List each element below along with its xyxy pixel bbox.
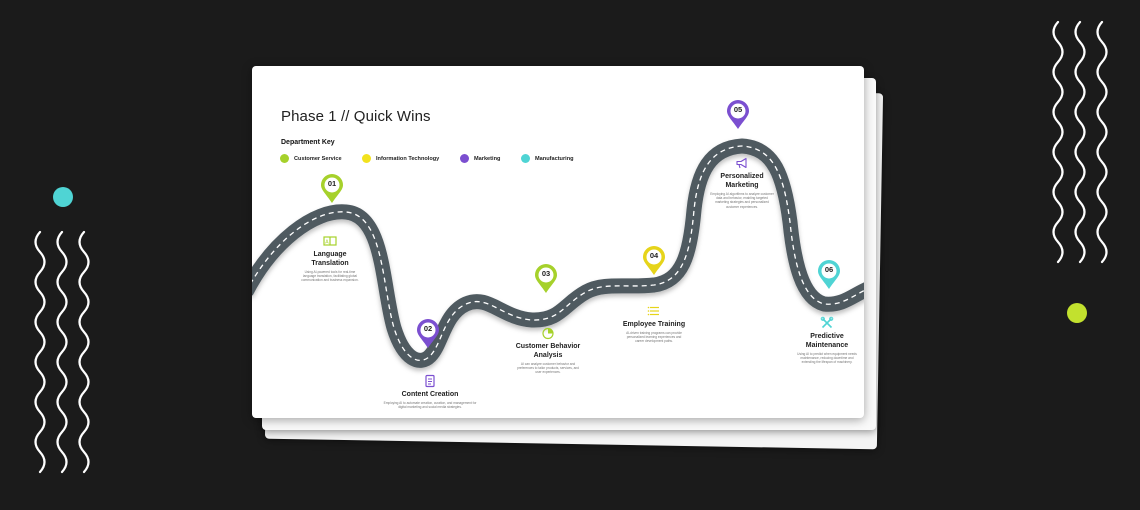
step-title: Employee Training (622, 321, 686, 328)
key-dot (460, 154, 469, 163)
milestone-pin-03: 03 (534, 264, 558, 294)
milestone-pin-02: 02 (416, 319, 440, 349)
key-item-information-technology: Information Technology (362, 154, 439, 163)
milestone-step-03: Customer Behavior Analysis AI can analyz… (514, 326, 582, 375)
key-label: Customer Service (294, 155, 342, 162)
step-description: Employing AI to automate creation, curat… (383, 401, 477, 410)
step-title: Predictive Maintenance (805, 333, 849, 349)
milestone-number: 04 (649, 251, 659, 260)
roadmap-card: Phase 1 // Quick Wins Department Key Cus… (252, 66, 864, 418)
key-item-manufacturing: Manufacturing (521, 154, 574, 163)
milestone-step-02: Content Creation Employing AI to automat… (382, 374, 478, 409)
left-wavy-line (78, 230, 90, 474)
milestone-pin-01: 01 (320, 174, 344, 204)
step-title: Customer Behavior Analysis (515, 343, 581, 359)
department-key-title: Department Key (281, 139, 335, 146)
milestone-step-04: Employee Training AI-driven training pro… (622, 304, 686, 344)
left-wavy-line (34, 230, 46, 474)
milestone-pin-06: 06 (817, 260, 841, 290)
milestone-number: 01 (327, 179, 337, 188)
step-description: AI-driven training programs can provide … (626, 331, 682, 344)
key-dot (362, 154, 371, 163)
lime-dot (1067, 303, 1087, 323)
key-item-marketing: Marketing (460, 154, 500, 163)
document-icon (425, 374, 435, 388)
map-pin-icon (643, 246, 665, 275)
key-item-customer-service: Customer Service (280, 154, 342, 163)
key-label: Information Technology (376, 155, 440, 162)
key-label: Marketing (474, 155, 501, 162)
milestone-number: 06 (824, 265, 834, 274)
winding-road (252, 138, 864, 368)
milestone-pin-04: 04 (642, 246, 666, 276)
right-wavy-line (1074, 20, 1086, 264)
map-pin-icon (818, 260, 840, 289)
cyan-dot (53, 187, 73, 207)
milestone-pin-05: 05 (726, 100, 750, 130)
road-center-line (252, 145, 864, 361)
step-title: Language Translation (311, 251, 349, 267)
megaphone-icon (736, 157, 747, 169)
milestone-step-06: Predictive Maintenance Using AI to predi… (796, 316, 858, 365)
milestone-step-05: Personalized Marketing Employing AI algo… (710, 156, 774, 209)
milestone-number: 03 (541, 269, 551, 278)
map-pin-icon (417, 319, 439, 348)
left-wavy-line (56, 230, 68, 474)
language-translation-icon: A (323, 236, 337, 246)
milestone-number: 05 (733, 105, 743, 114)
step-description: Employing AI algorithms to analyze custo… (710, 192, 774, 209)
map-pin-icon (535, 264, 557, 293)
right-wavy-line (1052, 20, 1064, 264)
page-title: Phase 1 // Quick Wins (281, 108, 431, 125)
key-label: Manufacturing (535, 155, 574, 162)
tools-icon (820, 316, 834, 329)
step-description: Using AI to predict when equipment needs… (797, 352, 857, 365)
key-dot (521, 154, 530, 163)
step-title: Content Creation (401, 391, 459, 398)
map-pin-icon (727, 100, 749, 129)
right-wavy-line (1096, 20, 1108, 264)
key-dot (280, 154, 289, 163)
step-description: AI can analyze customer behavior and pre… (517, 362, 579, 375)
svg-text:A: A (325, 240, 329, 246)
step-title: Personalized Marketing (720, 173, 764, 189)
step-description: Using AI-powered tools for real-time lan… (301, 270, 359, 283)
pie-chart-icon (542, 327, 554, 340)
map-pin-icon (321, 174, 343, 203)
list-icon (647, 306, 659, 316)
milestone-step-01: A Language Translation Using AI-powered … (298, 234, 362, 283)
milestone-number: 02 (423, 324, 433, 333)
